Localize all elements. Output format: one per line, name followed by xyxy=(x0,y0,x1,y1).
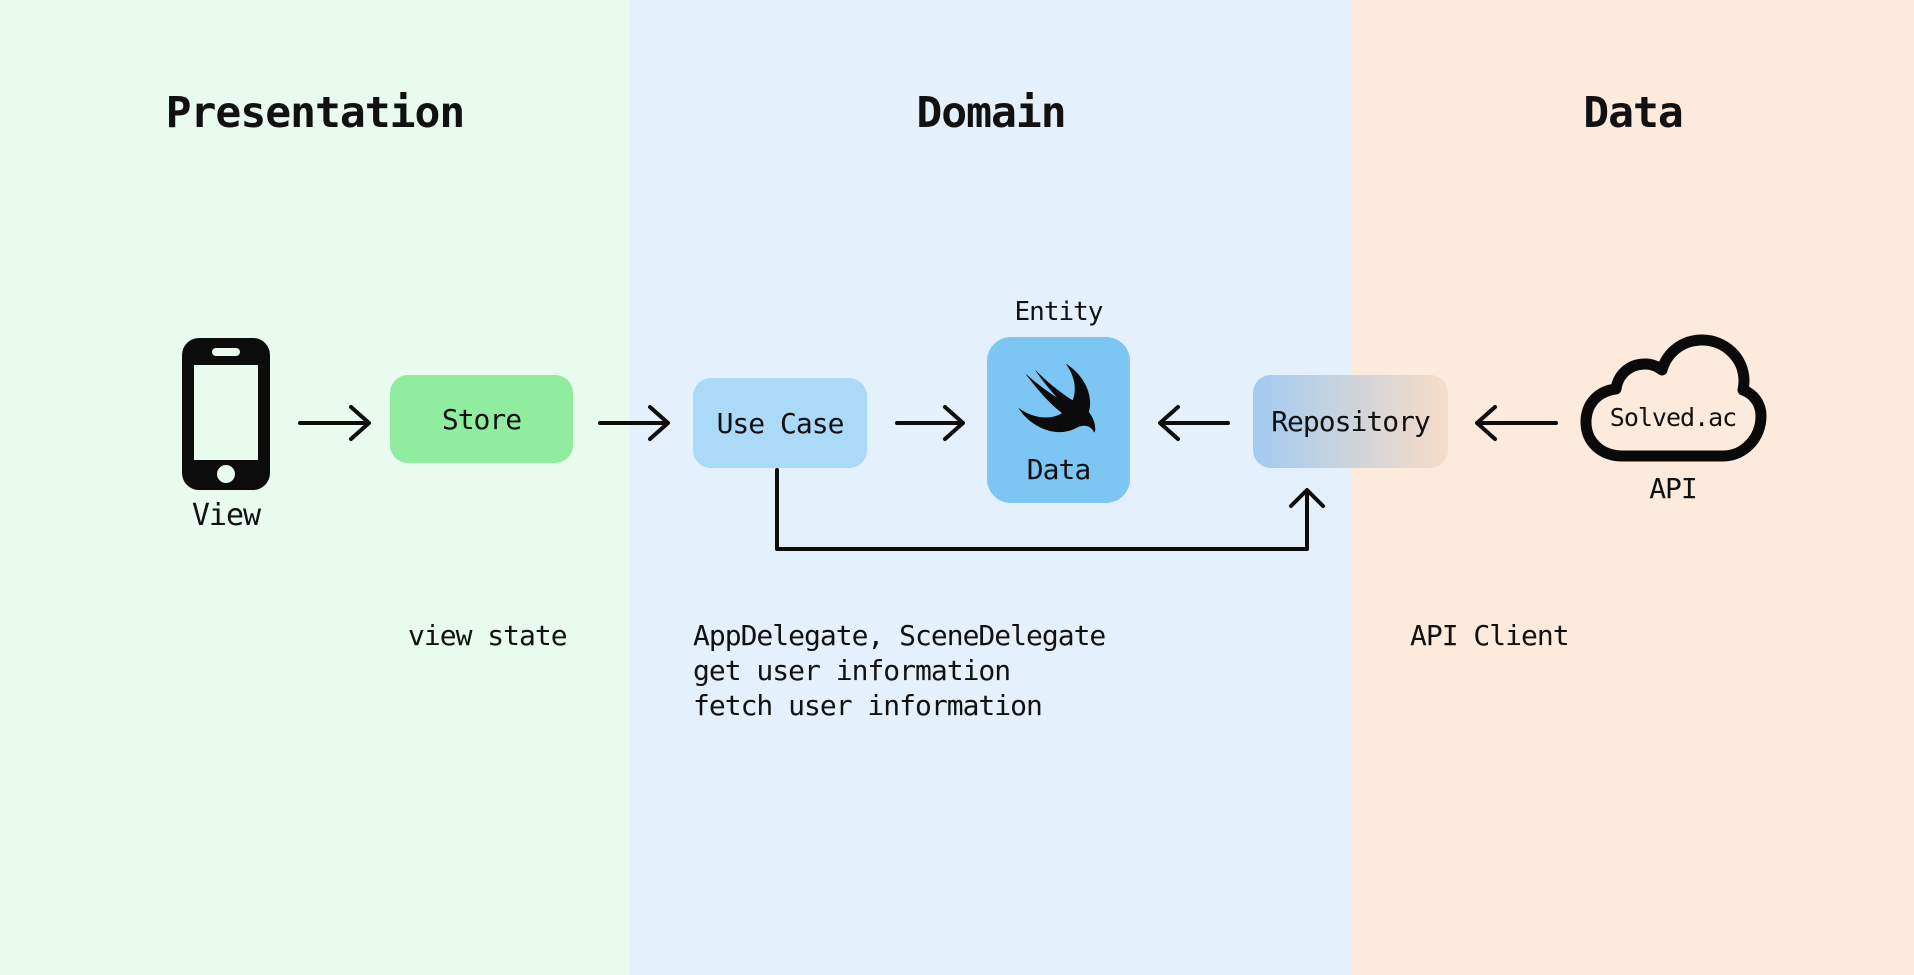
annotation-domain-line-2: get user information xyxy=(693,654,1011,687)
annotation-domain: AppDelegate, SceneDelegate get user info… xyxy=(693,618,1106,723)
api-service-label: Solved.ac xyxy=(1609,403,1737,432)
column-title-data: Data xyxy=(1583,88,1684,138)
column-presentation: Presentation xyxy=(0,0,630,975)
swift-logo-icon xyxy=(1017,363,1095,433)
repository-node: Repository xyxy=(1253,375,1448,468)
annotation-view-state: view state xyxy=(408,619,568,652)
use-case-node: Use Case xyxy=(693,378,867,468)
entity-label: Data xyxy=(1026,453,1091,486)
view-label: View xyxy=(191,498,261,533)
cloud-icon xyxy=(1580,334,1767,462)
store-label: Store xyxy=(441,402,522,436)
repository-label: Repository xyxy=(1271,405,1431,438)
annotation-domain-line-1: AppDelegate, SceneDelegate xyxy=(693,619,1106,652)
column-title-presentation: Presentation xyxy=(165,88,466,138)
smartphone-icon xyxy=(182,338,270,490)
store-node: Store xyxy=(390,375,573,463)
view-node xyxy=(182,338,270,490)
annotation-api-client: API Client xyxy=(1410,619,1570,652)
column-data: Data xyxy=(1352,0,1914,975)
api-node xyxy=(1578,334,1768,468)
annotation-domain-line-3: fetch user information xyxy=(693,689,1043,722)
api-label: API xyxy=(1649,472,1698,505)
use-case-label: Use Case xyxy=(716,406,845,440)
entity-caption: Entity xyxy=(1014,297,1104,327)
column-title-domain: Domain xyxy=(916,88,1066,138)
entity-node: Data xyxy=(987,337,1130,503)
